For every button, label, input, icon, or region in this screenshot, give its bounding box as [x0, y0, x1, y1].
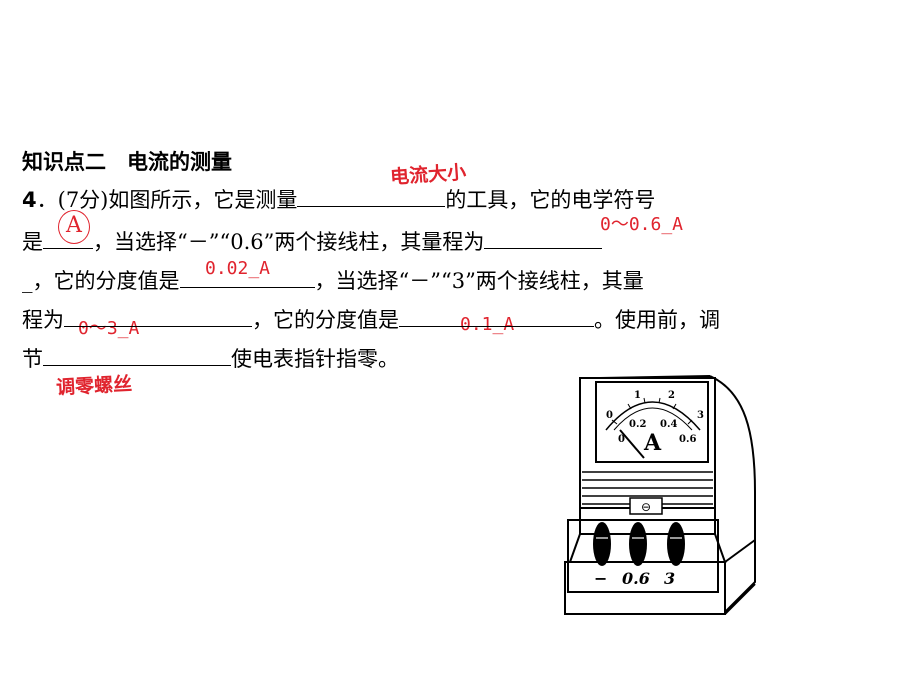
terminal-label-neg: −	[594, 569, 607, 588]
answer-division-3: 0.1_A	[460, 314, 515, 335]
blank-division-06	[179, 265, 315, 288]
blank-division-3	[399, 304, 594, 327]
question-line-2: 是，当选择“－”“0.6”两个接线柱，其量程为	[22, 226, 603, 257]
scale-bottom-0: 0	[618, 434, 625, 445]
ammeter-illustration: ⊖ 0 1 2 3 0 0.2 0.4 0.6 A − 0.6 3	[564, 375, 756, 615]
scale-top-3: 3	[697, 410, 704, 421]
blank-symbol	[43, 226, 93, 249]
answer-range-3: 0～3_A	[78, 318, 140, 339]
blank-range-06	[484, 226, 603, 249]
question-line-5: 节使电表指针指零。	[22, 343, 399, 374]
scale-top-2: 2	[668, 390, 675, 401]
question-line-3: _，它的分度值是，当选择“－”“3”两个接线柱，其量	[22, 265, 644, 296]
blank-range-3	[64, 304, 252, 327]
answer-symbol-circle: A	[58, 210, 90, 244]
question-number: 4	[22, 188, 37, 212]
scale-bottom-04: 0.4	[660, 419, 677, 430]
scale-top-0: 0	[606, 410, 613, 421]
terminal-label-06: 0.6	[622, 569, 650, 588]
scale-top-1: 1	[634, 390, 641, 401]
question-score: (7分)	[57, 188, 109, 212]
question-line-1: 4．(7分)如图所示，它是测量的工具，它的电学符号	[22, 184, 655, 215]
blank-adjust	[43, 343, 231, 366]
zero-screw-symbol: ⊖	[641, 500, 651, 514]
answer-adjust: 调零螺丝	[55, 373, 133, 399]
ammeter-unit: A	[643, 430, 662, 456]
answer-range-06: 0～0.6_A	[600, 214, 684, 235]
blank-measured-quantity	[297, 184, 446, 207]
scale-bottom-02: 0.2	[629, 419, 646, 430]
question-line-4: 程为，它的分度值是。使用前，调	[22, 304, 720, 335]
answer-division-06: 0.02_A	[205, 258, 271, 279]
section-heading: 知识点二 电流的测量	[22, 150, 232, 174]
scale-bottom-06: 0.6	[679, 434, 696, 445]
terminal-label-3: 3	[664, 569, 675, 588]
